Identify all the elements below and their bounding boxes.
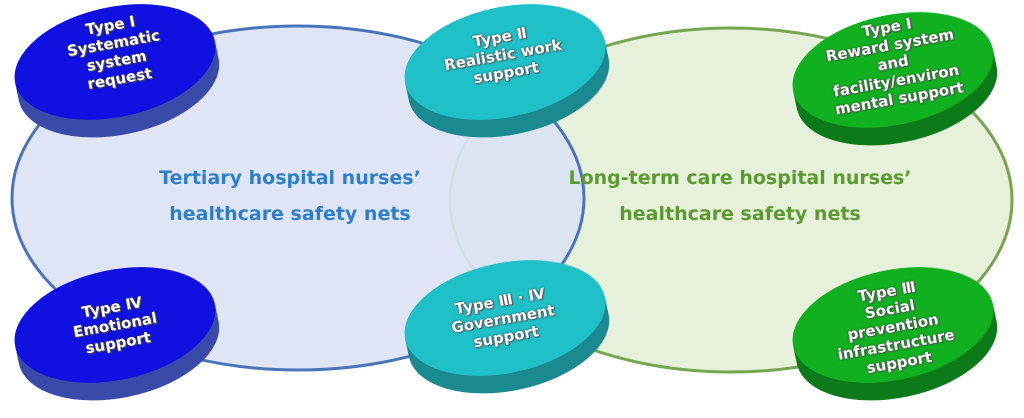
disc-type3 [792,267,998,401]
left-circle-label: Tertiary hospital nurses’ healthcare saf… [100,160,480,232]
disc-type1-right [792,12,998,146]
left-label-line1: Tertiary hospital nurses’ [159,167,421,189]
disc-type1-left [14,4,220,138]
disc-type4 [14,267,220,401]
right-circle-label: Long-term care hospital nurses’ healthca… [560,160,920,232]
right-label-line2: healthcare safety nets [619,203,861,225]
right-label-line1: Long-term care hospital nurses’ [568,167,912,189]
disc-type2 [404,4,610,138]
disc-type3-4 [404,260,610,394]
left-label-line2: healthcare safety nets [169,203,411,225]
